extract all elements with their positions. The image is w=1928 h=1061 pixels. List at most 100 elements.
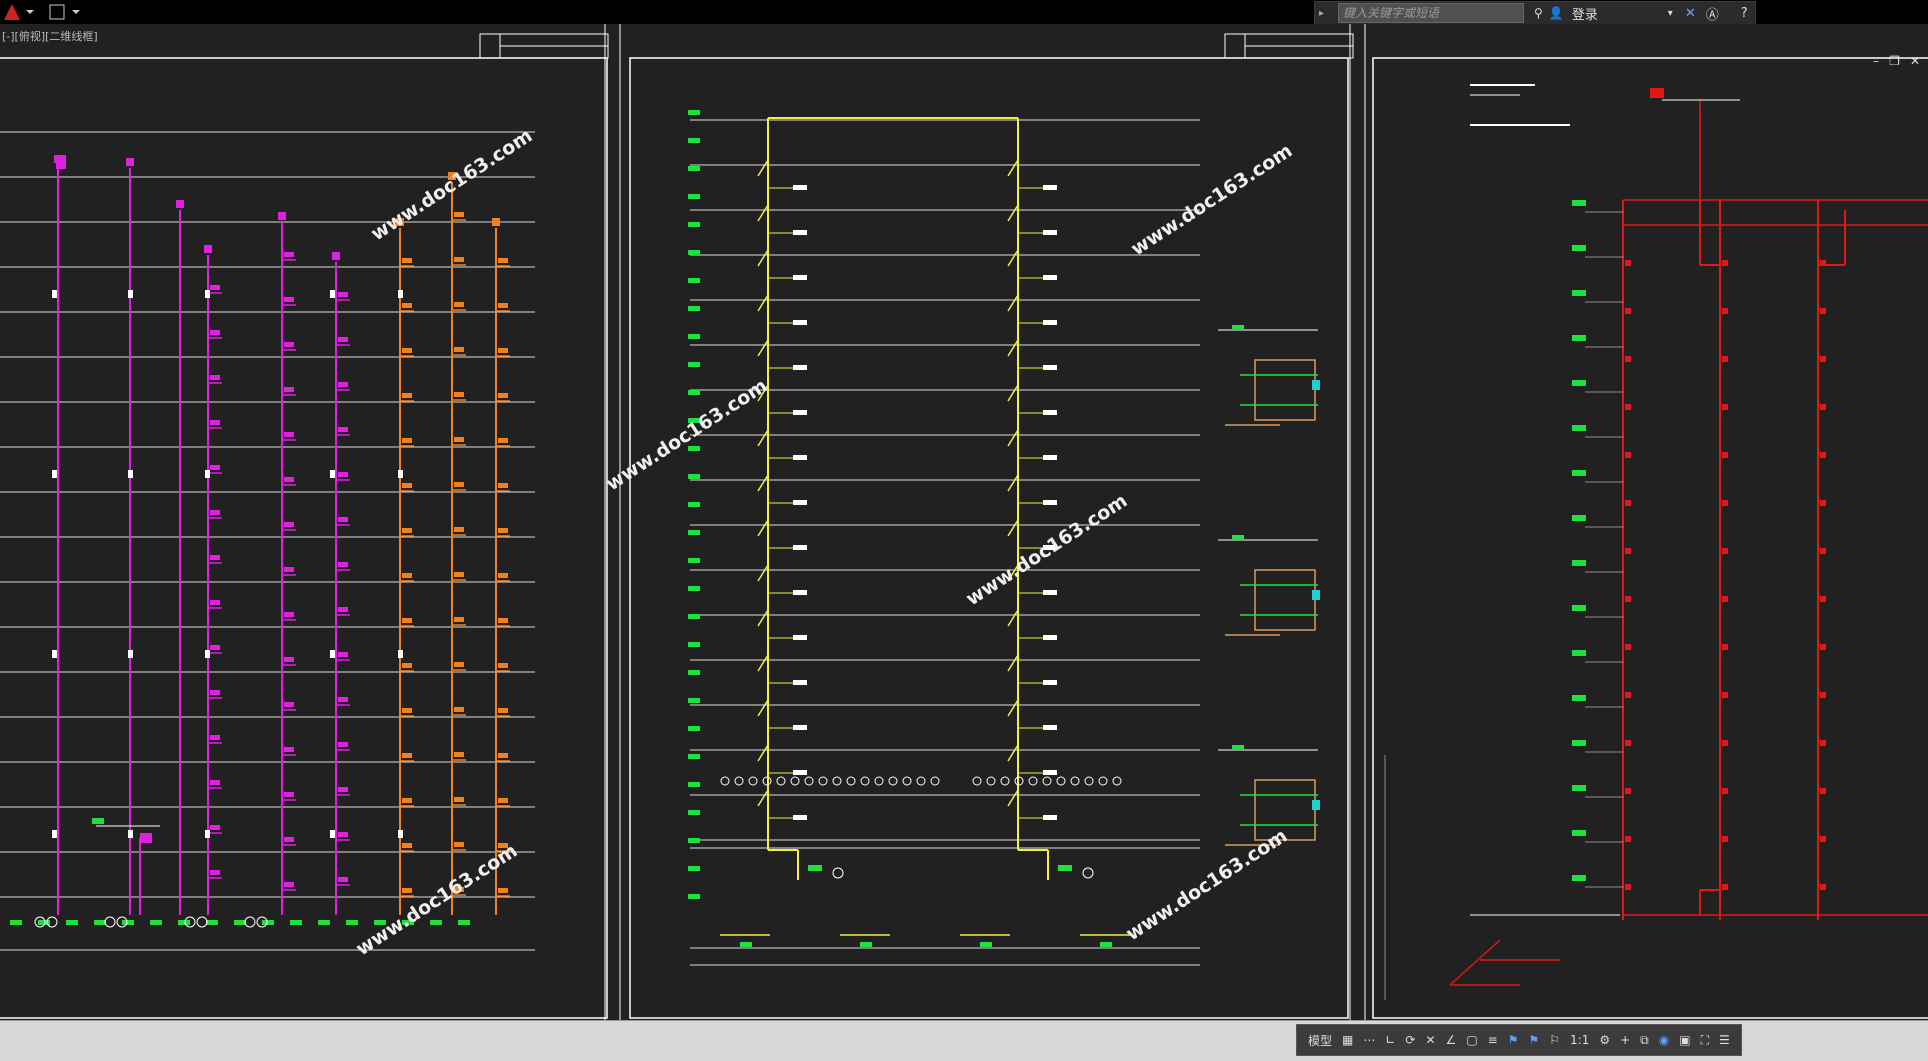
fixture-tag bbox=[793, 815, 807, 820]
offset-pipe bbox=[757, 249, 769, 267]
fixture-symbol bbox=[284, 657, 294, 662]
fixture-symbol bbox=[454, 392, 464, 397]
drawing-viewport[interactable]: [-][俯视][二维线框] – ❐ ✕ bbox=[0, 24, 1928, 1020]
sprinkler-symbol bbox=[1722, 692, 1728, 698]
osnap-icon[interactable]: ✕ bbox=[1425, 1033, 1436, 1047]
ortho-icon[interactable]: ∟ bbox=[1385, 1033, 1396, 1047]
fixture-symbol bbox=[338, 562, 348, 567]
fixture-symbol bbox=[402, 528, 412, 533]
pipe-label bbox=[38, 920, 50, 925]
fixture-symbol bbox=[210, 555, 220, 560]
model-tab[interactable]: 模型 bbox=[1308, 1033, 1333, 1048]
fixture-tag bbox=[793, 320, 807, 325]
fixture-symbol bbox=[498, 303, 508, 308]
floor-label bbox=[1572, 200, 1586, 206]
fixture-symbol bbox=[402, 663, 412, 668]
fixture-tag bbox=[793, 770, 807, 775]
pipe-label bbox=[458, 920, 470, 925]
riser-tag bbox=[398, 470, 403, 478]
sprinkler-symbol bbox=[1820, 356, 1826, 362]
sprinkler-symbol bbox=[1820, 884, 1826, 890]
snap-icon[interactable]: ⋯ bbox=[1363, 1033, 1376, 1047]
sprinkler-symbol bbox=[1722, 452, 1728, 458]
workspace-icon[interactable]: ⧉ bbox=[1640, 1032, 1649, 1047]
scale-dropdown[interactable]: 1:1 bbox=[1570, 1033, 1590, 1047]
valve-symbol bbox=[1312, 380, 1320, 390]
pipe-label bbox=[808, 865, 822, 871]
viewport-label[interactable]: [-][俯视][二维线框] bbox=[2, 30, 98, 43]
pipe-label bbox=[318, 920, 330, 925]
floor-label bbox=[688, 530, 700, 535]
fixture-tag bbox=[793, 365, 807, 370]
fixture-symbol bbox=[210, 330, 220, 335]
floor-label bbox=[1572, 290, 1586, 296]
selection-icon[interactable]: ▢ bbox=[1466, 1033, 1478, 1047]
user-icon: 👤 bbox=[1548, 6, 1564, 20]
fixture-tag bbox=[1043, 815, 1057, 820]
fixture-symbol bbox=[210, 690, 220, 695]
help-icon[interactable]: ? bbox=[1740, 5, 1748, 21]
menu-icon[interactable]: ☰ bbox=[1718, 1033, 1730, 1047]
fixture-symbol bbox=[498, 393, 508, 398]
grid-icon[interactable]: ▦ bbox=[1342, 1033, 1354, 1047]
app-menu-button[interactable] bbox=[2, 2, 36, 22]
fire-branch bbox=[1449, 939, 1501, 986]
isolate-icon[interactable]: ◉ bbox=[1658, 1033, 1670, 1047]
exchange-icon[interactable]: ✕ bbox=[1684, 5, 1696, 21]
floor-label bbox=[688, 138, 700, 143]
fixture-symbol bbox=[284, 297, 294, 302]
offset-pipe bbox=[757, 294, 769, 312]
annotation-icon[interactable]: ⚑ bbox=[1507, 1033, 1519, 1047]
fixture-tag bbox=[793, 500, 807, 505]
pipe-label bbox=[66, 920, 78, 925]
pipe-top-symbol bbox=[126, 158, 134, 166]
search-input[interactable]: 键入关键字或短语 bbox=[1338, 3, 1525, 23]
floor-label bbox=[688, 586, 700, 591]
floor-label bbox=[688, 306, 700, 311]
fullscreen-icon[interactable]: ⛶ bbox=[1700, 1032, 1709, 1047]
valve-symbol bbox=[184, 916, 196, 928]
close-icon[interactable]: ✕ bbox=[1909, 54, 1920, 68]
sprinkler-symbol bbox=[1722, 260, 1728, 266]
fixture-symbol bbox=[338, 787, 348, 792]
pipe-label bbox=[262, 920, 274, 925]
pipe-label bbox=[290, 920, 302, 925]
polar-icon[interactable]: ⟳ bbox=[1405, 1033, 1416, 1047]
floor-label bbox=[688, 166, 700, 171]
pipe-label bbox=[430, 920, 442, 925]
otrack-icon[interactable]: ∠ bbox=[1445, 1033, 1457, 1047]
plus-icon[interactable]: + bbox=[1620, 1033, 1631, 1047]
floor-label bbox=[688, 222, 700, 227]
riser-tag bbox=[205, 650, 210, 658]
sprinkler-symbol bbox=[1625, 260, 1631, 266]
annotation-scale-icon[interactable]: ⚐ bbox=[1549, 1033, 1561, 1047]
valve-symbol bbox=[104, 916, 116, 928]
fixture-symbol bbox=[402, 573, 412, 578]
floor-label bbox=[688, 418, 700, 423]
hardware-icon[interactable]: ▣ bbox=[1679, 1033, 1691, 1047]
quick-access-toolbar[interactable] bbox=[48, 2, 84, 22]
gear-icon[interactable]: ⚙ bbox=[1599, 1033, 1611, 1047]
fixture-symbol bbox=[338, 337, 348, 342]
pipe-label bbox=[10, 920, 22, 925]
fixture-symbol bbox=[402, 393, 412, 398]
lineweight-icon[interactable]: ≡ bbox=[1487, 1033, 1498, 1047]
riser-tag bbox=[128, 470, 133, 478]
annotation-visibility-icon[interactable]: ⚑ bbox=[1528, 1033, 1540, 1047]
floor-label bbox=[688, 110, 700, 115]
dropdown-icon[interactable]: ▾ bbox=[1667, 7, 1673, 19]
fixture-symbol bbox=[818, 776, 828, 786]
floor-label bbox=[1572, 875, 1586, 881]
login-button[interactable]: 登录 bbox=[1571, 7, 1598, 23]
account-icon[interactable]: Ⓐ bbox=[1705, 7, 1719, 23]
pipe-label bbox=[402, 920, 414, 925]
floor-label bbox=[688, 866, 700, 871]
offset-pipe bbox=[1007, 204, 1019, 222]
binoculars-icon[interactable]: ⚲ bbox=[1534, 6, 1543, 20]
watermark-text: www.doc163.com bbox=[1127, 140, 1296, 261]
floor-label bbox=[1572, 830, 1586, 836]
minimize-icon[interactable]: – bbox=[1873, 54, 1880, 68]
restore-icon[interactable]: ❐ bbox=[1889, 54, 1900, 68]
sprinkler-symbol bbox=[1722, 308, 1728, 314]
fixture-symbol bbox=[210, 735, 220, 740]
